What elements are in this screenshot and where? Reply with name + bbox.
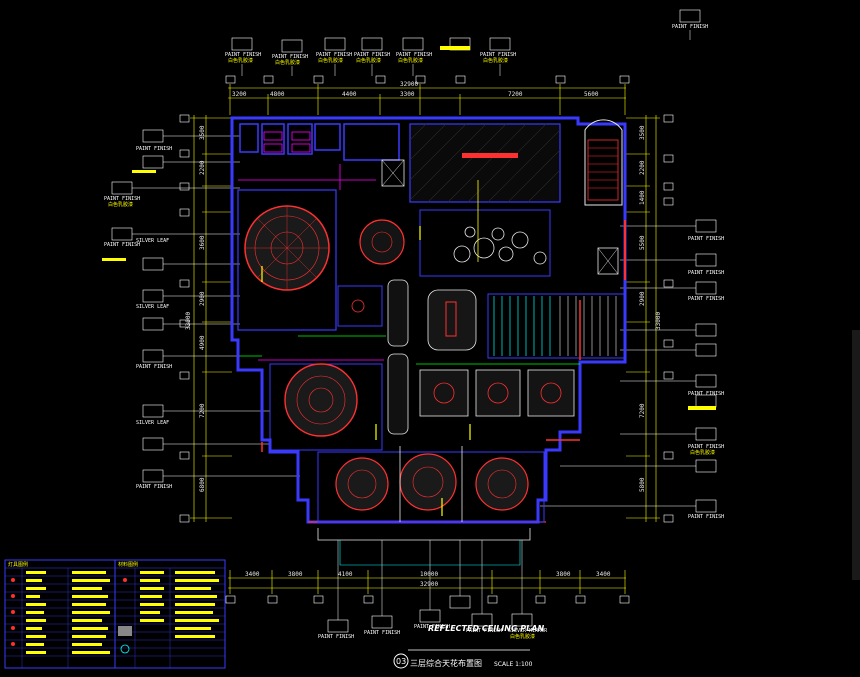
tag-left-7: SILVER LEAF: [136, 420, 169, 426]
top-total-dim: 32900: [400, 81, 418, 88]
right-dim-3: 1400: [639, 190, 646, 205]
bottom-dim-5: 3800: [556, 571, 571, 578]
tag-left-2: PAINT FINISH: [104, 196, 140, 202]
tag-bottom-1: PAINT FINISH: [318, 634, 354, 640]
left-dim-2: 2200: [199, 160, 206, 175]
tag-right-5: PAINT FINISH: [688, 444, 724, 450]
bottom-total-dim: 32900: [420, 581, 438, 588]
right-total-dim: 33000: [655, 312, 662, 330]
tag-top-5-cn: 白色乳胶漆: [398, 57, 423, 64]
tag-top-2-cn: 白色乳胶漆: [275, 59, 300, 66]
right-dim-4: 5500: [639, 235, 646, 250]
tag-bottom-2: PAINT FINISH: [364, 630, 400, 636]
tag-top-5: PAINT FINISH: [396, 52, 432, 58]
top-dimension-chain: 32900 3200 4800 4400 3300 7200 5600: [225, 75, 630, 115]
tag-left-6: PAINT FINISH: [136, 364, 172, 370]
top-dim-3: 4400: [342, 91, 357, 98]
edge-bar: [852, 330, 860, 580]
tag-top-3-cn: 白色乳胶漆: [318, 57, 343, 64]
bottom-material-tags: PAINT FINISH PAINT FINISH PAINT FINISH P…: [318, 540, 548, 640]
tag-bottom-3: PAINT FINISH: [414, 624, 450, 630]
tag-left-5: SILVER LEAF: [136, 304, 169, 310]
sheet-number: 03: [396, 657, 406, 666]
title-block: REFLECTED CEILING PLAN 03 三层综合天花布置图 SCAL…: [393, 624, 544, 669]
left-dim-3: 3600: [199, 235, 206, 250]
right-dim-6: 7200: [639, 403, 646, 418]
right-dimension-chain: 33000 3500 2200 1400 5500 2900 7200 5800: [626, 114, 674, 523]
left-dimension-chain: 33000 3500 2200 3600 2900 4900 7200 6800: [179, 114, 232, 523]
drawing-title-cn: 三层综合天花布置图: [410, 658, 482, 668]
tag-top-6-cn: 白色乳胶漆: [483, 57, 508, 64]
legend-header-right: 材料图例: [118, 561, 138, 568]
tag-top-4: PAINT FINISH: [354, 52, 390, 58]
left-dim-4: 2900: [199, 291, 206, 306]
drawing-scale: SCALE 1:100: [494, 661, 533, 668]
drawing-title-en: REFLECTED CEILING PLAN: [428, 624, 544, 633]
tag-right-6: PAINT FINISH: [688, 514, 724, 520]
bottom-dim-4: 10000: [420, 571, 438, 578]
tag-bottom-5-cn: 白色乳胶漆: [510, 633, 535, 640]
bottom-dim-3: 4100: [338, 571, 353, 578]
bottom-dimension-chain: 3400 3800 4100 10000 3800 3400 32900: [225, 570, 630, 604]
bottom-dim-6: 3400: [596, 571, 611, 578]
top-material-tags: PAINT FINISH 白色乳胶漆 PAINT FINISH 白色乳胶漆 PA…: [225, 9, 708, 76]
right-dim-1: 3500: [639, 125, 646, 140]
right-dim-5: 2900: [639, 291, 646, 306]
floor-plan: [230, 116, 627, 566]
tag-top-1-cn: 白色乳胶漆: [228, 57, 253, 64]
tag-top-2: PAINT FINISH: [272, 54, 308, 60]
tag-top-3: PAINT FINISH: [316, 52, 352, 58]
left-dim-6: 7200: [199, 403, 206, 418]
bottom-dim-1: 3400: [245, 571, 260, 578]
tag-left-2-cn: 白色乳胶漆: [108, 201, 133, 208]
tag-top-1: PAINT FINISH: [225, 52, 261, 58]
tag-right-4: PAINT FINISH: [688, 391, 724, 397]
tag-left-3: PAINT FINISH: [104, 242, 140, 248]
top-dim-6: 5600: [584, 91, 599, 98]
left-material-tags: PAINT FINISH PAINT FINISH 白色乳胶漆 PAINT FI…: [102, 129, 300, 490]
left-dim-1: 3500: [199, 125, 206, 140]
tag-left-4: SILVER LEAF: [136, 238, 169, 244]
top-dim-2: 4800: [270, 91, 285, 98]
bottom-dim-2: 3800: [288, 571, 303, 578]
top-dim-5: 7200: [508, 91, 523, 98]
tag-right-2: PAINT FINISH: [688, 270, 724, 276]
top-dim-4: 3300: [400, 91, 415, 98]
tag-left-8: PAINT FINISH: [136, 484, 172, 490]
tag-bottom-5: SILVER MIRROR: [508, 628, 548, 634]
left-total-dim: 33000: [185, 312, 192, 330]
tag-right-1: PAINT FINISH: [688, 236, 724, 242]
tag-top-6: PAINT FINISH: [480, 52, 516, 58]
legend-table: 灯具图例 材料图例: [4, 559, 226, 669]
tag-top-4-cn: 白色乳胶漆: [356, 57, 381, 64]
tag-bottom-4: PAINT FINISH: [466, 628, 502, 634]
legend-header-left: 灯具图例: [8, 561, 28, 568]
tag-left-1: PAINT FINISH: [136, 146, 172, 152]
right-dim-2: 2200: [639, 160, 646, 175]
left-dim-7: 6800: [199, 477, 206, 492]
tag-top-7: PAINT FINISH: [672, 24, 708, 30]
right-material-tags: PAINT FINISH PAINT FINISH PAINT FINISH P…: [540, 219, 724, 520]
tag-right-3: PAINT FINISH: [688, 296, 724, 302]
right-dim-7: 5800: [639, 477, 646, 492]
tag-right-5-cn: 白色乳胶漆: [690, 449, 715, 456]
top-dim-1: 3200: [232, 91, 247, 98]
left-dim-5: 4900: [199, 335, 206, 350]
